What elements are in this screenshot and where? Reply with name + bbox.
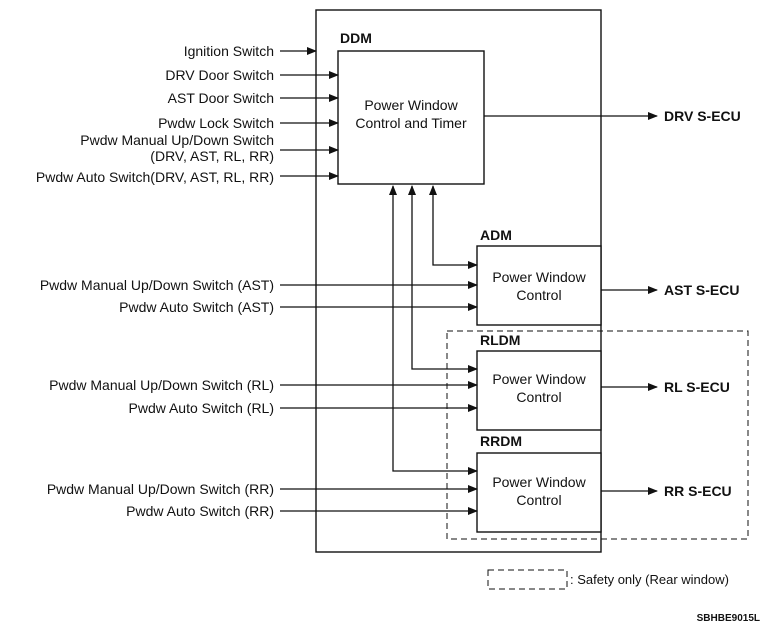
input-ast-door-switch: AST Door Switch — [168, 90, 274, 106]
input-pwdw-auto-switch-rl: Pwdw Auto Switch (RL) — [129, 400, 275, 416]
rrdm-box — [476, 452, 602, 533]
rldm-title-line2: Control — [516, 389, 561, 405]
rrdm-title-line1: Power Window — [492, 474, 586, 490]
legend-dashed-swatch — [487, 569, 568, 590]
rrdm-title-line2: Control — [516, 492, 561, 508]
input-pwdw-manual-switch-rr: Pwdw Manual Up/Down Switch (RR) — [47, 481, 274, 497]
input-pwdw-manual-switch-line1: Pwdw Manual Up/Down Switch — [80, 132, 274, 148]
ddm-title-line2: Control and Timer — [355, 115, 467, 131]
ddm-box — [337, 50, 485, 185]
input-pwdw-auto-switch-ast: Pwdw Auto Switch (AST) — [119, 299, 274, 315]
output-drv-s-ecu: DRV S-ECU — [664, 108, 741, 124]
legend-text: : Safety only (Rear window) — [570, 572, 729, 587]
adm-title-line2: Control — [516, 287, 561, 303]
ddm-title-line1: Power Window — [364, 97, 458, 113]
input-ignition-switch: Ignition Switch — [184, 43, 274, 59]
input-pwdw-lock-switch: Pwdw Lock Switch — [158, 115, 274, 131]
output-rr-s-ecu: RR S-ECU — [664, 483, 732, 499]
input-pwdw-manual-switch-ast: Pwdw Manual Up/Down Switch (AST) — [40, 277, 274, 293]
adm-box — [476, 245, 602, 326]
rrdm-label: RRDM — [480, 433, 522, 449]
link-ddm-adm — [429, 185, 478, 269]
rldm-box — [476, 350, 602, 431]
input-pwdw-auto-switch-rr: Pwdw Auto Switch (RR) — [126, 503, 274, 519]
adm-title-line1: Power Window — [492, 269, 586, 285]
output-rl-s-ecu: RL S-ECU — [664, 379, 730, 395]
input-pwdw-manual-switch-line2: (DRV, AST, RL, RR) — [150, 148, 274, 164]
input-pwdw-auto-switch: Pwdw Auto Switch(DRV, AST, RL, RR) — [36, 169, 274, 185]
input-pwdw-manual-switch-rl: Pwdw Manual Up/Down Switch (RL) — [49, 377, 274, 393]
adm-label: ADM — [480, 227, 512, 243]
rldm-title-line1: Power Window — [492, 371, 586, 387]
ddm-label: DDM — [340, 30, 372, 46]
figure-code: SBHBE9015L — [697, 613, 760, 624]
input-drv-door-switch: DRV Door Switch — [165, 67, 274, 83]
link-ddm-rldm — [408, 185, 478, 373]
link-ddm-rrdm — [389, 185, 478, 475]
output-ast-s-ecu: AST S-ECU — [664, 282, 739, 298]
rldm-label: RLDM — [480, 332, 520, 348]
